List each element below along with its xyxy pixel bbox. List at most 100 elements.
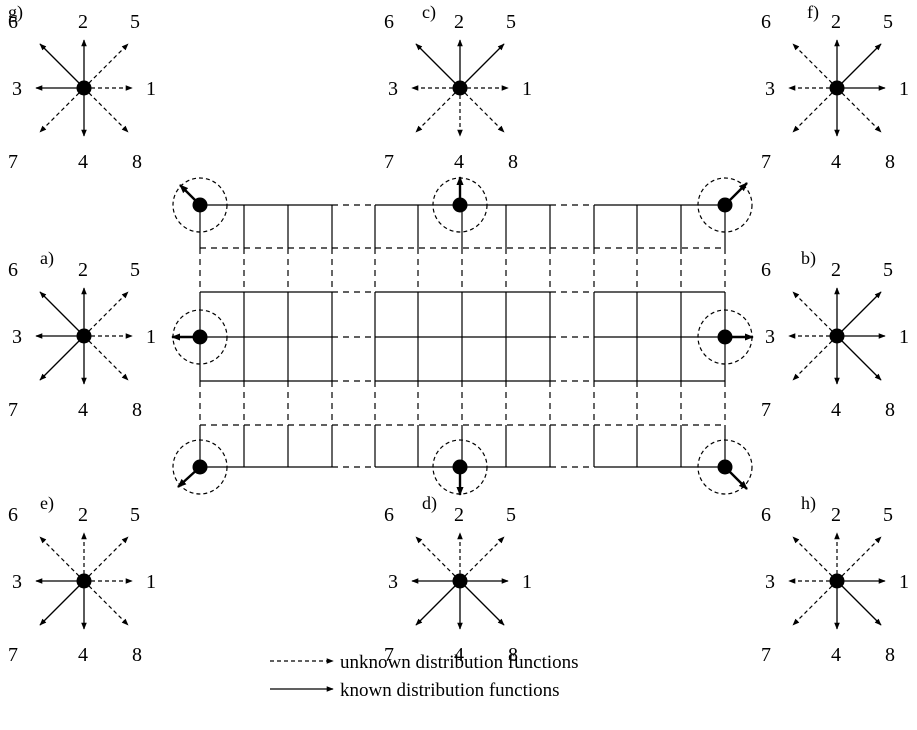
direction-label-6: 6 (384, 504, 394, 526)
stencil-arrow-8-unknown (83, 335, 129, 381)
stencil-arrow-6-known (39, 43, 85, 89)
direction-label-8: 8 (885, 399, 895, 421)
stencil-arrow-8-unknown (459, 87, 505, 133)
direction-label-6: 6 (8, 259, 18, 281)
stencil-arrow-6-unknown (792, 43, 838, 89)
direction-label-8: 8 (885, 151, 895, 173)
stencil-arrow-6-known (39, 291, 85, 337)
direction-label-1: 1 (146, 571, 156, 593)
stencil-arrow-8-unknown (836, 87, 882, 133)
stencil-arrow-5-unknown (836, 536, 882, 582)
boundary-ring (172, 177, 228, 233)
stencil-node (452, 80, 468, 96)
direction-label-3: 3 (765, 326, 775, 348)
stencil-arrow-7-known (39, 335, 85, 381)
direction-label-7: 7 (384, 644, 394, 666)
direction-label-4: 4 (831, 644, 841, 666)
direction-label-5: 5 (130, 11, 140, 33)
direction-label-1: 1 (522, 571, 532, 593)
direction-label-4: 4 (78, 151, 88, 173)
boundary-node-dot (452, 459, 468, 475)
direction-label-6: 6 (8, 11, 18, 33)
boundary-nodes (171, 176, 754, 496)
direction-label-4: 4 (831, 399, 841, 421)
stencil-label-a: a) (40, 248, 54, 269)
direction-label-1: 1 (899, 571, 909, 593)
direction-label-3: 3 (12, 326, 22, 348)
direction-label-5: 5 (506, 11, 516, 33)
direction-label-3: 3 (765, 78, 775, 100)
direction-label-8: 8 (885, 644, 895, 666)
stencil-arrow-6-known (415, 43, 461, 89)
direction-label-8: 8 (132, 399, 142, 421)
direction-label-4: 4 (454, 151, 464, 173)
stencil-arrow-8-unknown (83, 87, 129, 133)
direction-label-8: 8 (508, 151, 518, 173)
direction-label-3: 3 (12, 78, 22, 100)
direction-label-4: 4 (831, 151, 841, 173)
direction-label-1: 1 (899, 326, 909, 348)
boundary-node-dot (192, 329, 208, 345)
stencil-label-f: f) (807, 2, 819, 23)
boundary-node-right-middle (697, 309, 754, 365)
boundary-node-dot (192, 197, 208, 213)
stencil-label-d: d) (422, 493, 437, 514)
direction-label-7: 7 (384, 151, 394, 173)
legend-unknown-label: unknown distribution functions (340, 652, 579, 673)
stencil-arrow-8-known (836, 580, 882, 626)
direction-label-5: 5 (130, 504, 140, 526)
direction-label-2: 2 (454, 504, 464, 526)
direction-label-3: 3 (388, 78, 398, 100)
direction-label-7: 7 (761, 151, 771, 173)
stencil-label-e: e) (40, 493, 54, 514)
stencil-arrow-5-known (836, 43, 882, 89)
direction-label-2: 2 (831, 11, 841, 33)
boundary-node-bottom-left (172, 439, 228, 495)
direction-label-8: 8 (508, 644, 518, 666)
stencil-arrow-7-unknown (39, 87, 85, 133)
stencil-node (452, 573, 468, 589)
legend-known-label: known distribution functions (340, 680, 560, 701)
direction-label-2: 2 (831, 504, 841, 526)
boundary-node-dot (192, 459, 208, 475)
stencil-arrow-5-unknown (83, 536, 129, 582)
stencil-arrow-5-known (459, 43, 505, 89)
boundary-ring (697, 177, 753, 233)
direction-label-8: 8 (132, 151, 142, 173)
boundary-node-left-middle (171, 309, 228, 365)
direction-label-6: 6 (8, 504, 18, 526)
stencil-arrow-5-known (836, 291, 882, 337)
direction-label-4: 4 (78, 399, 88, 421)
direction-label-6: 6 (761, 504, 771, 526)
direction-label-2: 2 (78, 504, 88, 526)
direction-label-2: 2 (78, 259, 88, 281)
stencil-arrow-7-known (415, 580, 461, 626)
direction-label-7: 7 (8, 644, 18, 666)
boundary-node-dot (717, 459, 733, 475)
stencil-label-c: c) (422, 2, 436, 23)
direction-label-7: 7 (8, 151, 18, 173)
boundary-ring (697, 439, 753, 495)
boundary-node-dot (717, 329, 733, 345)
direction-label-3: 3 (388, 571, 398, 593)
stencil-arrow-8-unknown (83, 580, 129, 626)
boundary-node-top-right (697, 177, 753, 233)
direction-label-7: 7 (761, 399, 771, 421)
direction-label-8: 8 (132, 644, 142, 666)
lattice-grid (199, 204, 726, 468)
stencil-label-h: h) (801, 493, 816, 514)
stencil-label-b: b) (801, 248, 816, 269)
stencil-arrow-5-unknown (83, 43, 129, 89)
stencil-arrow-7-unknown (415, 87, 461, 133)
stencil-arrow-6-unknown (792, 536, 838, 582)
stencil-node (829, 573, 845, 589)
stencil-arrow-7-unknown (792, 580, 838, 626)
direction-label-5: 5 (506, 504, 516, 526)
legend: unknown distribution functions known dis… (270, 652, 579, 701)
